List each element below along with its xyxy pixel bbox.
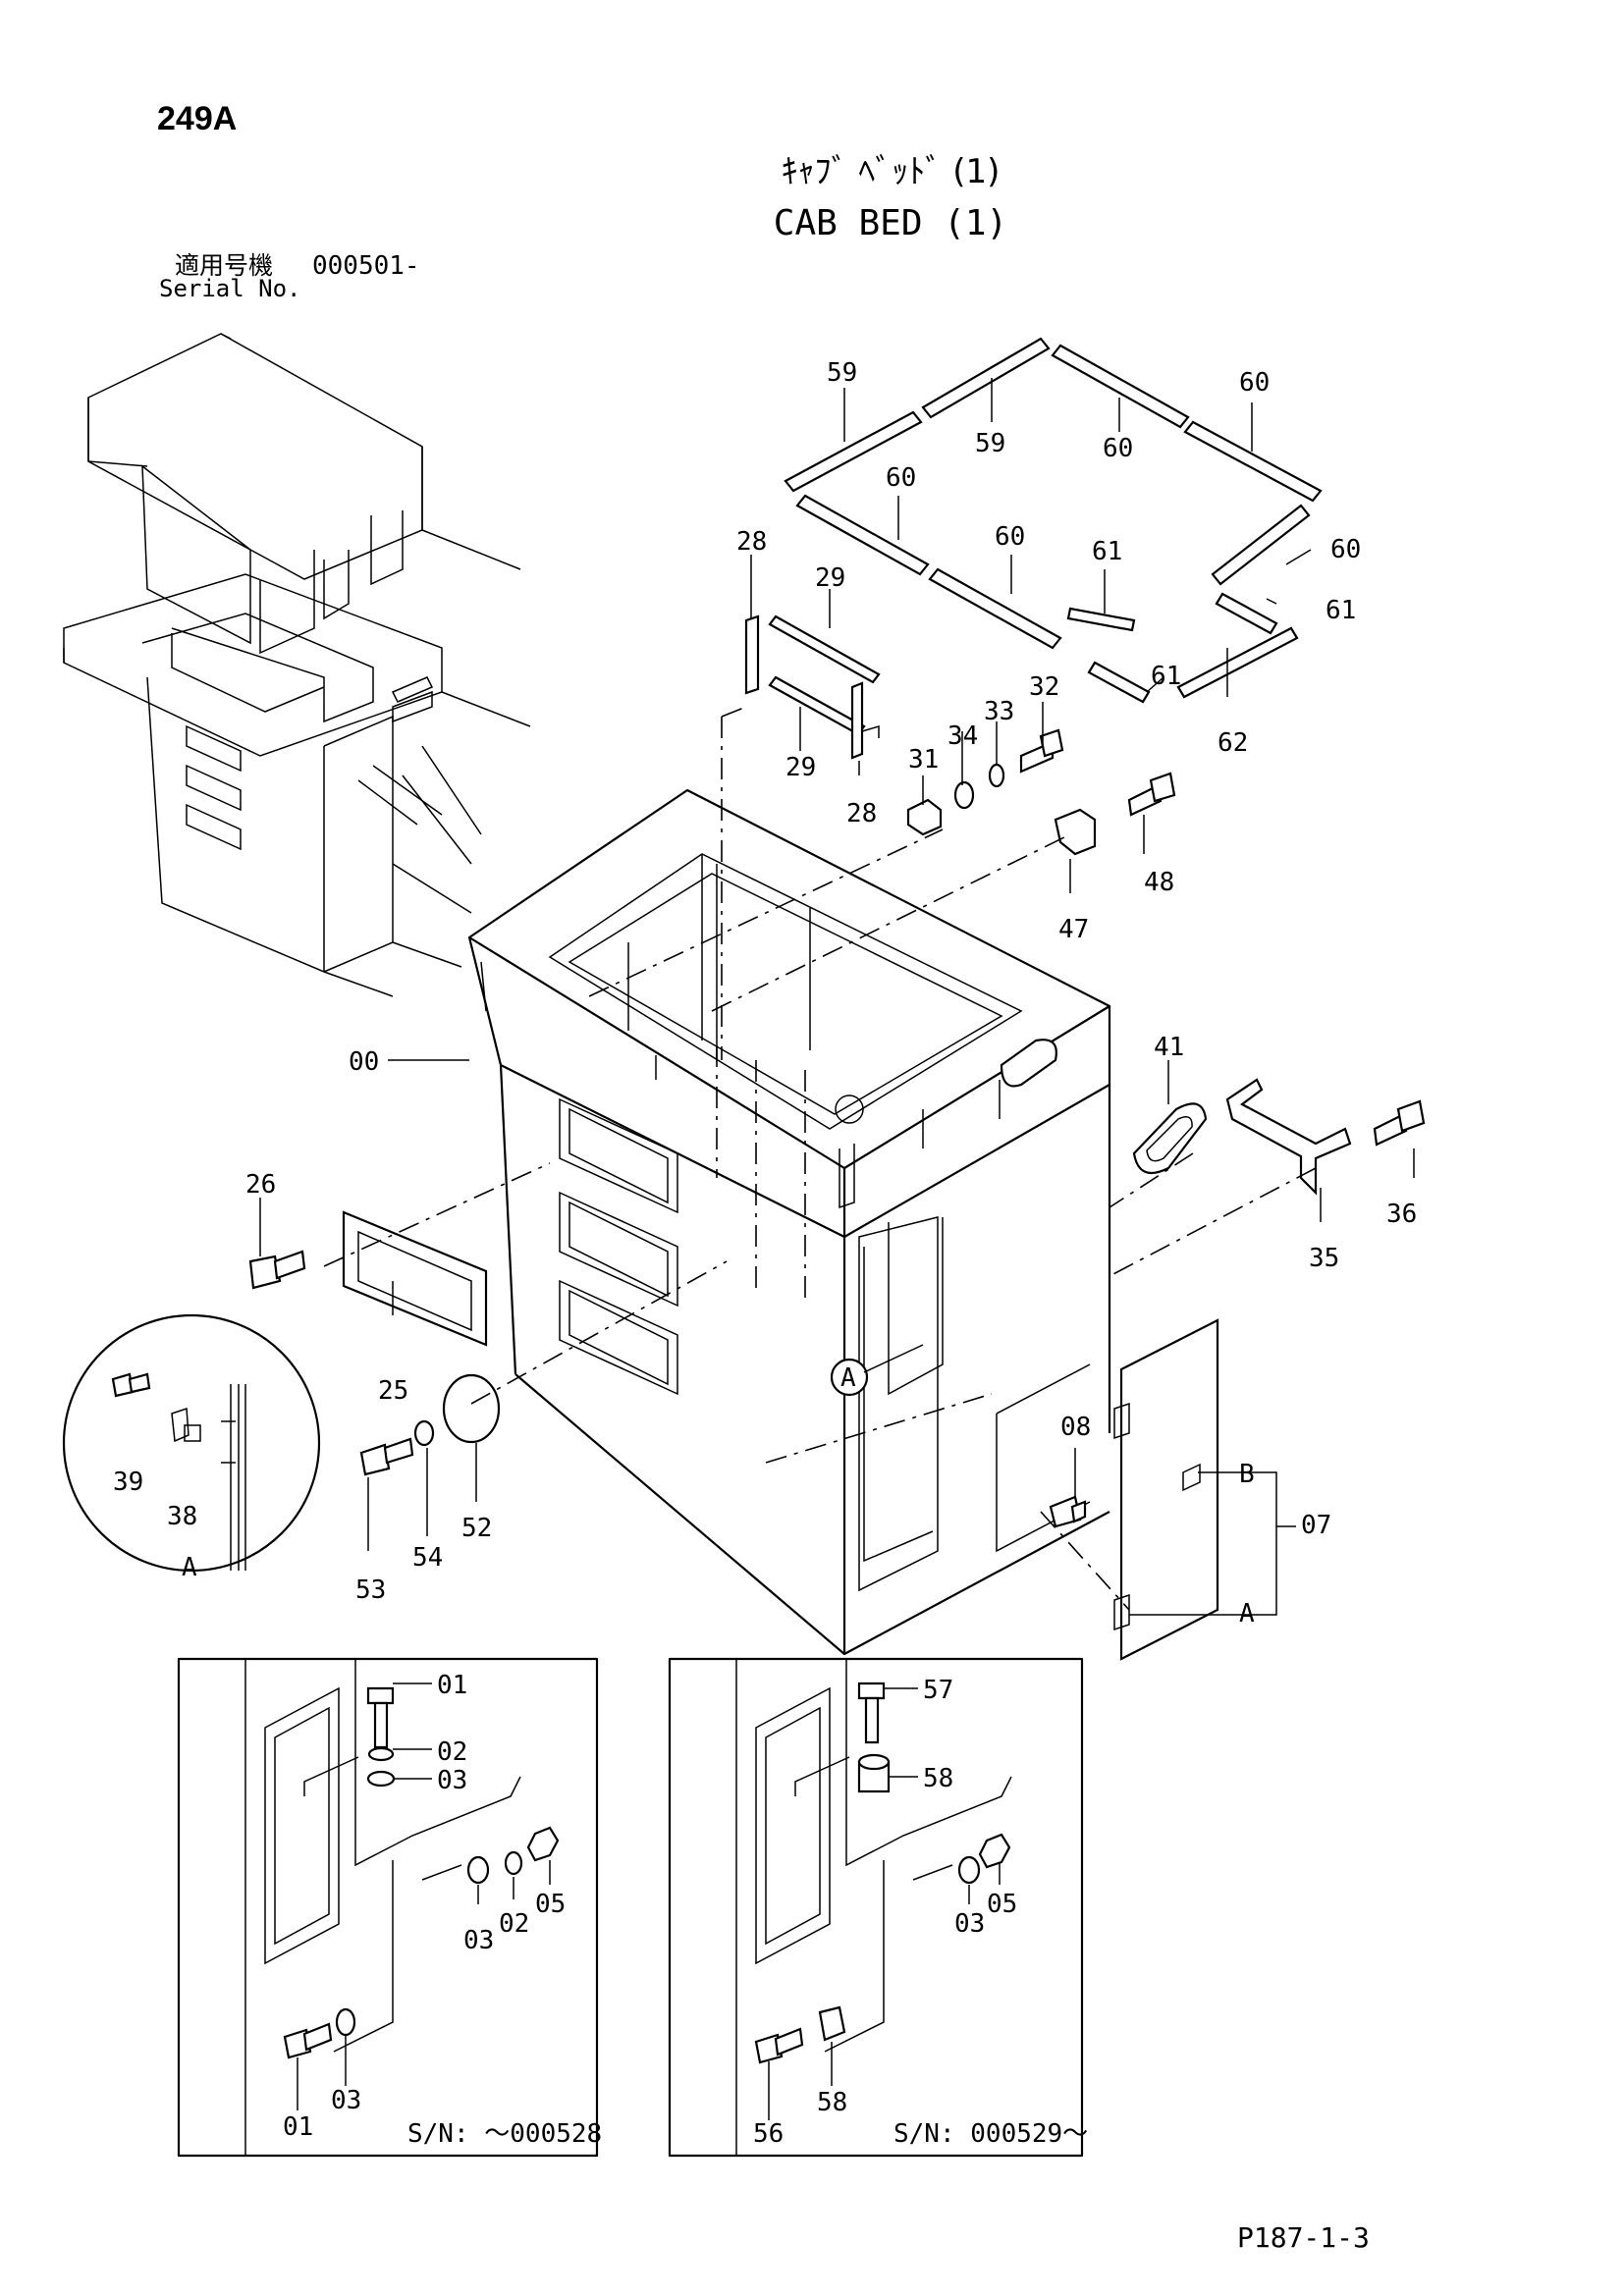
page-reference: P187-1-3 (1237, 2221, 1370, 2254)
callout-08: 08 (1060, 1413, 1091, 1442)
hardware-parts (248, 706, 1426, 1661)
inset-left (177, 1657, 599, 2158)
callout-61: 61 (1326, 596, 1356, 625)
callout-61: 61 (1151, 662, 1181, 691)
callout-56: 56 (753, 2119, 784, 2149)
callout-60: 60 (886, 463, 916, 493)
callout-48: 48 (1144, 868, 1174, 897)
callout-00: 00 (349, 1047, 379, 1077)
door-marker-a: A (1239, 1599, 1255, 1629)
callout-35: 35 (1309, 1244, 1339, 1273)
callout-47: 47 (1058, 915, 1089, 944)
bar-parts (744, 614, 881, 760)
callout-52: 52 (461, 1514, 492, 1543)
callout-31: 31 (908, 745, 939, 774)
inset-right-serial: S/N: 000529～ (893, 2119, 1088, 2149)
callout-59: 59 (827, 358, 857, 388)
callout-39: 39 (113, 1468, 143, 1497)
cab-bed-body (467, 788, 1111, 1656)
callout-58: 58 (817, 2088, 847, 2117)
callout-61: 61 (1092, 537, 1122, 566)
callout-38: 38 (167, 1502, 197, 1531)
callout-58: 58 (923, 1764, 953, 1793)
callout-41: 41 (1154, 1033, 1184, 1062)
callout-26: 26 (245, 1170, 276, 1200)
detail-a-marker: A (840, 1363, 856, 1393)
callout-29: 29 (785, 753, 816, 782)
frame-strips (784, 337, 1323, 704)
callout-62: 62 (1218, 728, 1248, 758)
callout-60: 60 (1239, 368, 1270, 398)
page-title-jp: ｷｬﾌﾞ ﾍﾞｯﾄﾞ (1) (781, 152, 1001, 191)
callout-02: 02 (437, 1737, 467, 1767)
callout-02: 02 (499, 1909, 529, 1939)
inset-right (668, 1657, 1084, 2158)
callout-01: 01 (283, 2112, 313, 2142)
callout-28: 28 (736, 527, 767, 557)
serial-label-jp: 適用号機 (175, 251, 274, 280)
callout-54: 54 (412, 1543, 443, 1573)
callout-03: 03 (463, 1926, 494, 1955)
detail-a-label: A (182, 1553, 197, 1582)
callout-05: 05 (535, 1890, 566, 1919)
inset-left-serial: S/N: ～000528 (407, 2119, 602, 2149)
detail-markers: A A B A (182, 1344, 1255, 1629)
door-marker-b: B (1239, 1460, 1255, 1489)
callout-05: 05 (987, 1890, 1017, 1919)
callout-28: 28 (846, 799, 877, 828)
callout-60: 60 (1103, 434, 1133, 463)
cab-overview-illustration (63, 333, 531, 997)
callout-25: 25 (378, 1376, 408, 1406)
callout-60: 60 (995, 522, 1025, 552)
callout-32: 32 (1029, 672, 1059, 702)
page-code: 249A (157, 100, 238, 137)
callout-labels: 59 59 60 60 60 60 60 61 61 61 62 28 28 2… (113, 358, 1417, 2149)
callout-36: 36 (1386, 1200, 1417, 1229)
callout-33: 33 (984, 697, 1014, 726)
callout-57: 57 (923, 1676, 953, 1705)
callout-29: 29 (815, 563, 845, 593)
serial-value: 000501- (312, 251, 420, 281)
callout-60: 60 (1330, 535, 1361, 564)
callout-01: 01 (437, 1671, 467, 1700)
callout-leaders (259, 378, 1415, 2120)
callout-34: 34 (947, 721, 978, 751)
detail-a-circle (62, 1313, 321, 1573)
callout-53: 53 (355, 1575, 386, 1605)
callout-07: 07 (1301, 1511, 1331, 1540)
callout-03: 03 (331, 2086, 361, 2115)
callout-03: 03 (954, 1909, 985, 1939)
serial-label-en: Serial No. (159, 275, 301, 302)
callout-59: 59 (975, 429, 1005, 458)
page-title-en: CAB BED (1) (773, 203, 1008, 243)
callout-03: 03 (437, 1766, 467, 1795)
